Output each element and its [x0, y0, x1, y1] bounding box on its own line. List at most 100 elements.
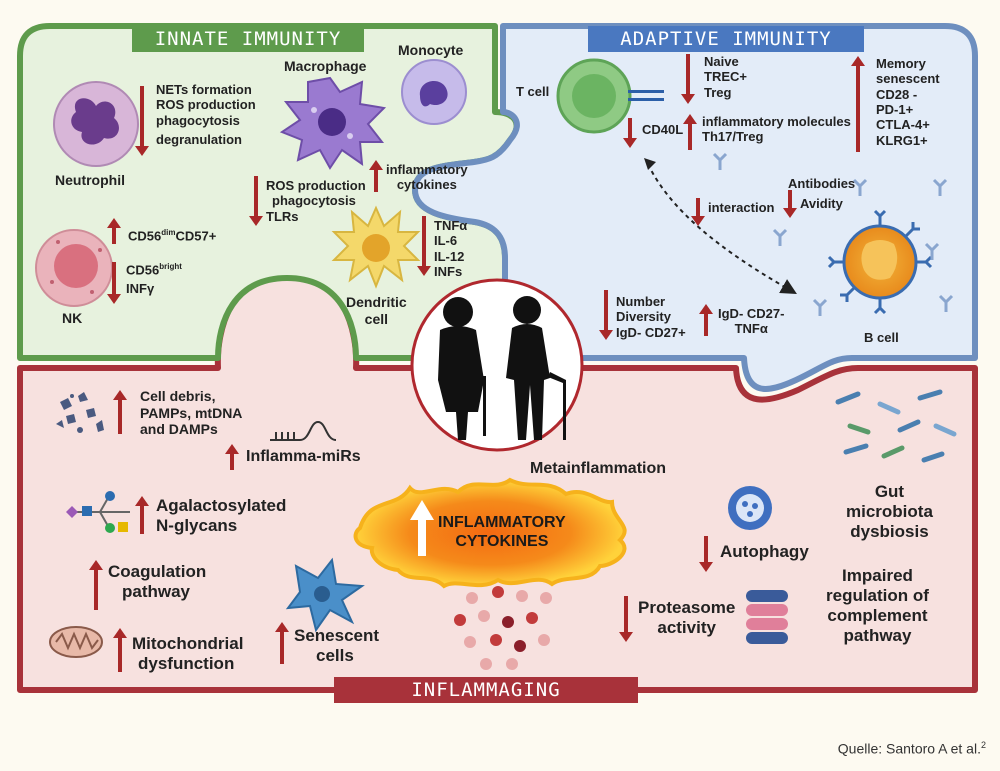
bcell-up-item: TNFα	[734, 321, 768, 337]
tcell-down-item: TREC+	[704, 69, 747, 85]
glycans-line: N-glycans	[156, 516, 238, 536]
glycans-line: Agalactosylated	[156, 496, 287, 515]
macrophage-down-item: TLRs	[266, 208, 299, 224]
tcell-down-item: Treg	[704, 84, 732, 100]
adaptive-immunity-banner: ADAPTIVE IMMUNITY	[588, 26, 864, 52]
dendritic-name-line: cell	[364, 310, 389, 327]
nk-up-base: CD56	[128, 228, 162, 244]
coagulation-label: Coagulation pathway	[108, 562, 206, 602]
tcell-down-arrow	[681, 54, 695, 104]
nk-up-arrow	[107, 218, 121, 244]
dendritic-change: TNFα	[434, 218, 468, 233]
b-cell-icon	[827, 209, 933, 315]
dendritic-cell-label: Dendritic cell	[346, 294, 407, 327]
dendritic-changes: TNFα IL-6 IL-12 INFs	[434, 218, 467, 279]
mito-line: Mitochondrial	[132, 634, 244, 653]
dendritic-cell-icon	[331, 205, 421, 289]
proteasome-line: Proteasome	[638, 598, 736, 617]
proteasome-line: activity	[657, 618, 716, 638]
tcell-up-changes: inflammatory molecules Th17/Treg	[702, 114, 851, 145]
cytokines-line: INFLAMMATORY	[438, 514, 566, 531]
mirs-up-arrow	[225, 444, 239, 470]
neutrophil-change: degranulation	[156, 131, 242, 147]
complement-label: Impaired regulation of complement pathwa…	[826, 566, 929, 646]
macrophage-down-arrow	[249, 176, 263, 226]
interaction-arrowhead-icon	[644, 158, 656, 170]
bcell-up-arrow	[699, 304, 713, 336]
debris-up-arrow	[113, 390, 127, 434]
neutrophil-label: Neutrophil	[55, 172, 125, 188]
glycans-up-arrow	[135, 496, 149, 534]
tcell-bcell-interaction-line	[647, 163, 797, 294]
debris-line: PAMPs, mtDNA	[140, 404, 243, 421]
cytokine-particles	[454, 586, 552, 670]
mito-line: dysfunction	[138, 654, 235, 674]
source-ref: 2	[980, 740, 986, 751]
macrophage-icon	[279, 76, 387, 170]
dendritic-change: INFs	[434, 263, 463, 279]
nk-down-sup: bright	[159, 262, 182, 271]
senescent-cell-icon	[285, 557, 365, 633]
cd40l-label: CD40L	[642, 122, 684, 137]
bcell-down-changes: Number Diversity IgD- CD27+	[616, 294, 686, 340]
t-cell-label: T cell	[516, 84, 550, 99]
elderly-couple-icon	[438, 296, 566, 440]
t-cell-icon	[556, 58, 664, 134]
avidity-down-arrow	[783, 190, 797, 218]
nk-down-markers: CD56bright INFγ	[126, 262, 182, 296]
gut-label: Gut microbiota dysbiosis	[846, 482, 933, 542]
complement-line: pathway	[843, 626, 912, 646]
bcell-down-item: Diversity	[616, 309, 671, 325]
debris-label: Cell debris, PAMPs, mtDNA and DAMPs	[140, 388, 242, 438]
tcell-down-item: Naive	[704, 54, 739, 69]
neutrophil-changes: NETs formation ROS production phagocytos…	[156, 82, 256, 147]
cytokines-up-arrow	[410, 500, 434, 556]
neutrophil-change: ROS production	[156, 97, 256, 113]
memory-line: Memory	[876, 56, 926, 71]
b-cell-label: B cell	[864, 330, 899, 345]
monocyte-label: Monocyte	[398, 42, 464, 58]
memory-senescent-markers: Memory senescent CD28 - PD-1+ CTLA-4+ KL…	[876, 56, 940, 148]
interaction-down-arrow	[691, 198, 705, 226]
tcell-up-arrow	[683, 114, 697, 150]
metainflammation-label: Metainflammation	[530, 460, 667, 477]
elderly-couple-circle	[410, 278, 584, 452]
macrophage-down-item: phagocytosis	[272, 193, 356, 209]
autophagy-down-arrow	[699, 536, 713, 572]
coagulation-line: pathway	[122, 582, 191, 602]
bcell-down-item: IgD- CD27+	[616, 324, 686, 340]
macrophage-up-arrow	[369, 160, 383, 192]
debris-line: Cell debris,	[140, 388, 216, 404]
interaction-label: interaction	[708, 200, 775, 215]
bcell-up-item: IgD- CD27-	[718, 306, 785, 321]
memory-line: CTLA-4+	[876, 117, 930, 133]
nk-up-sup: dim	[161, 228, 176, 237]
macrophage-down-item: ROS production	[266, 178, 366, 193]
innate-immunity-banner: INNATE IMMUNITY	[132, 26, 364, 52]
tcell-up-item: Th17/Treg	[702, 129, 764, 145]
macrophage-up-changes: inflammatory cytokines	[386, 162, 468, 193]
gut-line: Gut	[874, 482, 905, 501]
coagulation-line: Coagulation	[108, 562, 207, 581]
n-glycan-icon	[66, 491, 130, 533]
monocyte-icon	[401, 59, 467, 125]
memory-line: senescent	[876, 71, 940, 87]
source-text: Quelle: Santoro A et al.	[837, 741, 981, 757]
senescent-up-arrow	[275, 622, 289, 664]
bcell-down-arrow	[599, 290, 613, 340]
avidity-label: Avidity	[800, 196, 843, 211]
microbiota-icon	[835, 389, 957, 463]
bcell-up-changes: IgD- CD27- TNFα	[718, 306, 784, 337]
nk-down-base: CD56	[126, 262, 160, 278]
nk-up-marker: CD56dimCD57+	[128, 228, 216, 244]
tcell-down-changes: Naive TREC+ Treg	[704, 54, 747, 100]
complement-line: complement	[827, 606, 928, 626]
cytokines-line: CYTOKINES	[455, 532, 549, 550]
cd40l-down-arrow	[623, 118, 637, 148]
macrophage-down-changes: ROS production phagocytosis TLRs	[266, 178, 366, 224]
neutrophil-down-arrow	[135, 86, 149, 156]
mito-label: Mitochondrial dysfunction	[132, 634, 243, 674]
neutrophil-change: phagocytosis	[156, 112, 240, 128]
debris-icon	[56, 392, 104, 433]
